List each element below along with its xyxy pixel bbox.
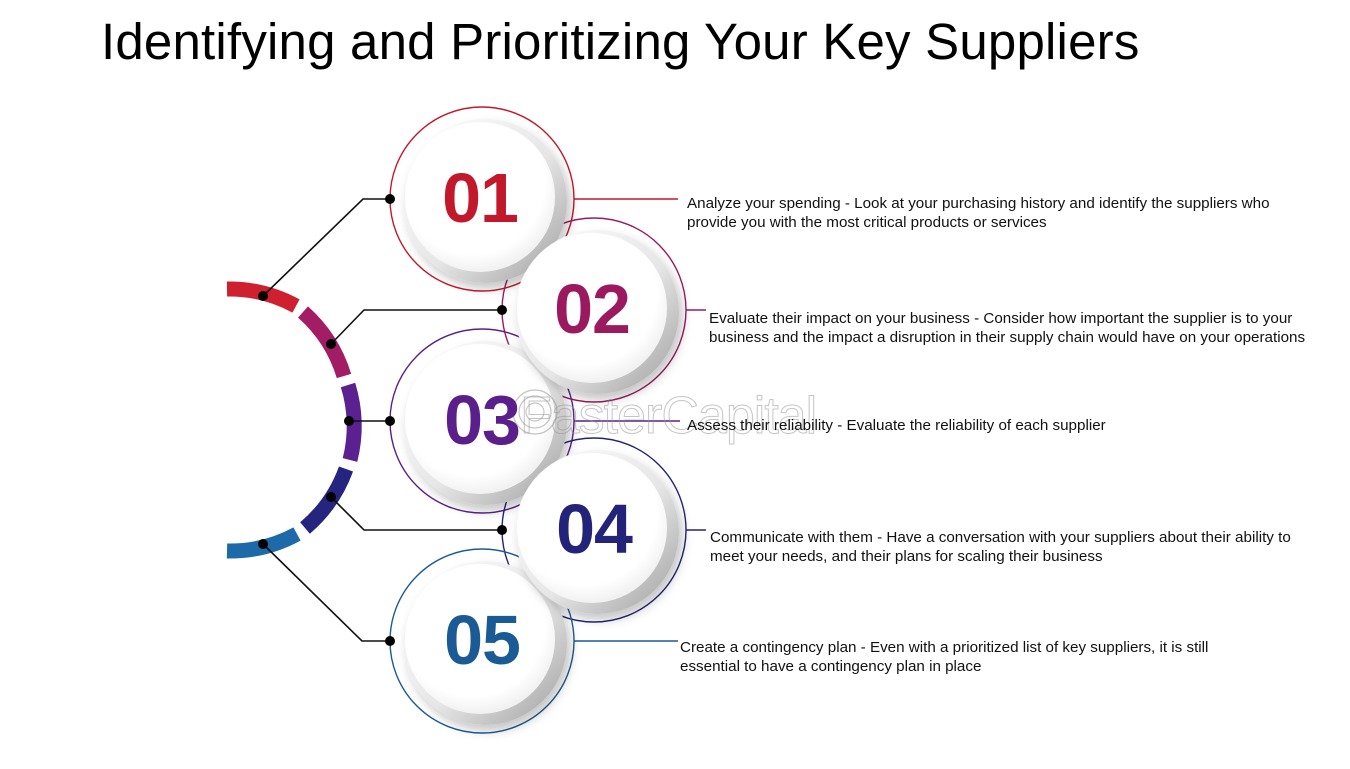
step-number-05: 05 bbox=[444, 601, 521, 679]
step-text-03: Assess their reliability - Evaluate the … bbox=[687, 417, 1106, 434]
step-number-01: 01 bbox=[442, 159, 519, 237]
step-text-02: Evaluate their impact on your business -… bbox=[709, 310, 1306, 346]
step-number-04: 04 bbox=[556, 490, 633, 568]
arc-segment-3 bbox=[340, 382, 362, 462]
arc-segment-4 bbox=[300, 466, 354, 534]
arc-segment-2 bbox=[297, 306, 352, 379]
step-number-02: 02 bbox=[554, 270, 631, 348]
step-text-01: Analyze your spending - Look at your pur… bbox=[687, 195, 1270, 231]
text-leader-lines bbox=[574, 198, 706, 642]
disc-04 bbox=[515, 450, 679, 614]
watermark: FasterCapital bbox=[519, 387, 817, 446]
disc-02 bbox=[515, 230, 679, 394]
watermark-gear-icon bbox=[512, 389, 558, 435]
page-title: Identifying and Prioritizing Your Key Su… bbox=[101, 13, 1140, 70]
connector-dots bbox=[258, 194, 507, 646]
step-text-04: Communicate with them - Have a conversat… bbox=[710, 529, 1291, 565]
disc-01 bbox=[403, 119, 567, 283]
segmented-arc bbox=[226, 281, 362, 559]
step-text-05: Create a contingency plan - Even with a … bbox=[680, 639, 1209, 675]
disc-03 bbox=[403, 341, 567, 505]
disc-05 bbox=[403, 561, 567, 725]
step-number-03: 03 bbox=[444, 381, 521, 459]
connectors bbox=[262, 198, 502, 642]
